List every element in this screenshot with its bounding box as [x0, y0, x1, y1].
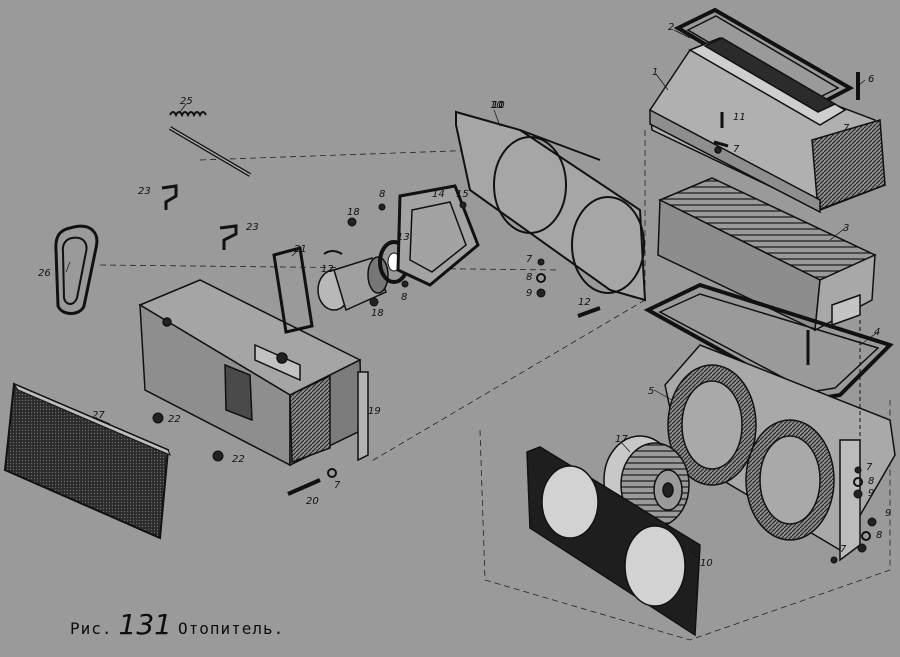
fasteners-frame	[536, 258, 601, 318]
callout-17: 17	[615, 434, 628, 445]
callout-10: 10	[700, 558, 713, 569]
callout-22-upper: 22	[168, 414, 181, 425]
callout-8-low: 8	[876, 530, 882, 541]
part-13-motor	[317, 256, 389, 312]
callout-7-cover: 7	[843, 123, 850, 134]
part-3-radiator-core	[657, 177, 877, 365]
caption-prefix: Рис.	[70, 619, 113, 638]
part-27-grille	[3, 382, 171, 540]
callout-26: 26	[38, 268, 51, 279]
callout-7-frame: 7	[526, 254, 533, 265]
part-19-front-housing	[138, 279, 369, 467]
callout-12-frame: 12	[578, 297, 591, 308]
part-15-flange-plate	[396, 184, 480, 287]
callout-11-label: 11	[492, 100, 505, 111]
callout-14: 13	[397, 232, 410, 243]
part-11-mounting-frame	[455, 110, 647, 302]
callout-27: 27	[92, 410, 105, 421]
leader-lines	[65, 29, 879, 561]
callout-20: 20	[306, 496, 319, 507]
callout-3: 3	[843, 223, 849, 234]
part-5-fan-housing	[664, 320, 896, 562]
callout-23-left: 23	[138, 186, 151, 197]
callout-8-right: 8	[868, 476, 874, 487]
callout-21: 21	[294, 244, 307, 255]
callout-2: 2	[668, 22, 674, 33]
part-1-top-cover	[649, 37, 886, 214]
figure-caption: Рис. 131 Отопитель.	[70, 608, 284, 641]
callout-7-top: 7	[733, 144, 740, 155]
callout-9-right: 9	[868, 488, 874, 499]
caption-title: Отопитель.	[177, 619, 285, 638]
callout-22-lower: 22	[232, 454, 245, 465]
callout-11: 10	[490, 100, 503, 111]
callout-11: 10	[492, 100, 505, 111]
part-25-spring-lever	[161, 111, 252, 250]
callout-19: 19	[368, 406, 381, 417]
fasteners-right	[830, 466, 877, 564]
callout-8-lower: 8	[401, 292, 407, 303]
callout-1: 1	[652, 67, 658, 78]
callout-7-bolt: 7	[334, 480, 341, 491]
callout-9-low: 9	[885, 508, 891, 519]
callout-13: 12	[321, 264, 334, 275]
callout-18-upper: 18	[347, 207, 360, 218]
callout-7-low: 7	[840, 544, 847, 555]
callout-labels: 2 1 6 11 7 7 3 4 5 7 8 9 9 8 7 10 17 10 …	[492, 22, 891, 569]
caption-number: 131	[118, 608, 172, 641]
part-10-gasket-plate	[526, 446, 701, 637]
callout-4: 4	[874, 327, 880, 338]
callout-15: 14	[432, 189, 445, 200]
callout-23-right: 23	[246, 222, 259, 233]
callout-12-top: 11	[733, 112, 746, 123]
callout-7-right: 7	[866, 462, 873, 473]
callout-6: 6	[868, 74, 874, 85]
part-21-gasket	[272, 246, 314, 334]
fasteners-mid	[323, 201, 467, 307]
callout-8-upper: 8	[379, 189, 385, 200]
callout-16: 15	[456, 189, 469, 200]
callout-5: 5	[648, 386, 654, 397]
callout-18-lower: 18	[371, 308, 384, 319]
callout-9-frame: 9	[526, 288, 532, 299]
fasteners-left	[152, 412, 337, 496]
callout-25: 25	[180, 96, 193, 107]
callout-8-frame: 8	[526, 272, 532, 283]
part-26-seal-frame	[54, 224, 99, 315]
